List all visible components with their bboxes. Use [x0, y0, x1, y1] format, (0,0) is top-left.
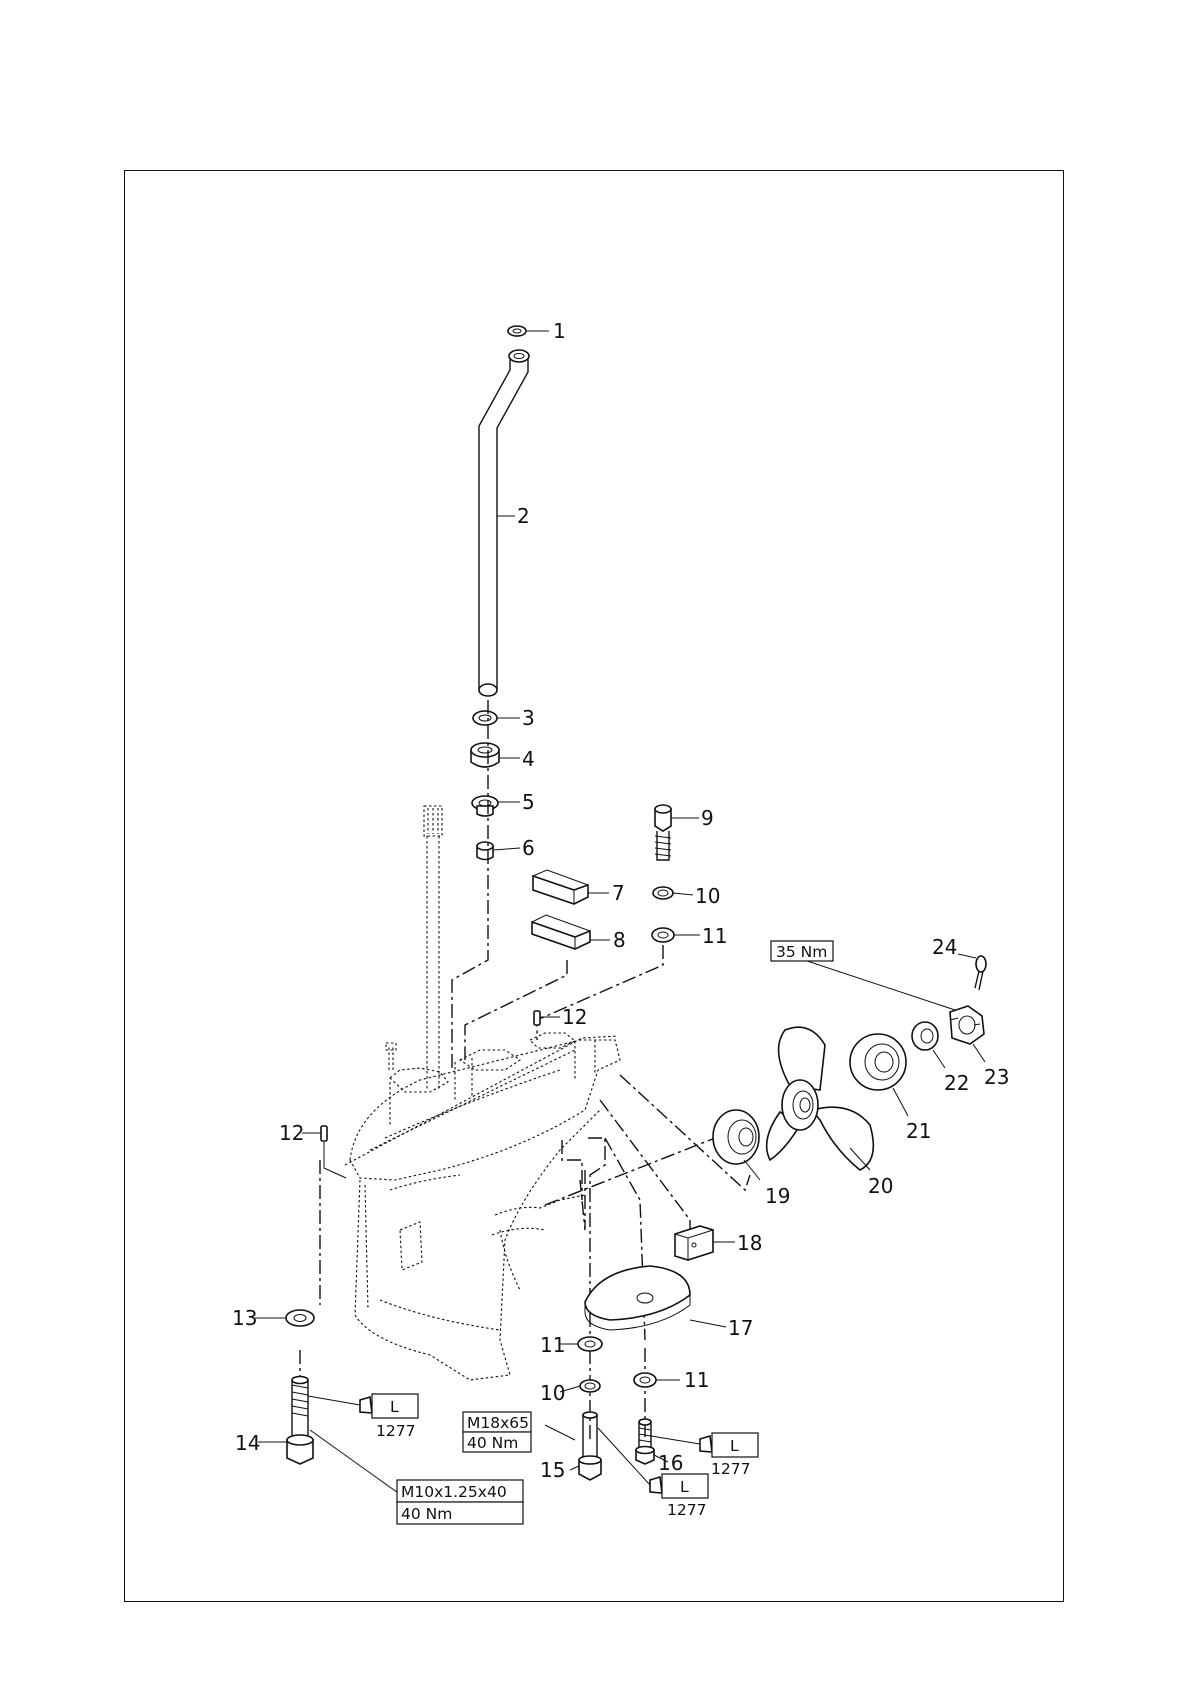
- part-22-washer: [912, 1022, 938, 1050]
- part-23-castle-nut: [950, 1006, 984, 1044]
- bolt14-torque-label: 40 Nm: [401, 1505, 452, 1523]
- callout-11-b: 11: [540, 1333, 565, 1357]
- callout-7: 7: [612, 881, 625, 905]
- part-4-grommet: [471, 743, 499, 767]
- callout-4: 4: [522, 747, 535, 771]
- nut-torque-label: 35 Nm: [776, 943, 827, 961]
- callout-15: 15: [540, 1458, 565, 1482]
- sealant-code-a: 1277: [376, 1422, 415, 1440]
- part-3-bushing: [473, 711, 497, 725]
- callout-10-b: 10: [540, 1381, 565, 1405]
- sealant-code-b: 1277: [711, 1460, 750, 1478]
- callout-21: 21: [906, 1119, 931, 1143]
- part-9-bolt: [655, 805, 671, 860]
- part-1-washer: [508, 326, 526, 336]
- callout-8: 8: [613, 928, 626, 952]
- callout-2: 2: [517, 504, 530, 528]
- part-17-trim-tab: [585, 1266, 690, 1330]
- callout-24: 24: [932, 935, 957, 959]
- part-21-spacer: [850, 1034, 906, 1090]
- sealant-letter-c: L: [680, 1478, 689, 1496]
- bolt14-size-label: M10x1.25x40: [401, 1483, 507, 1501]
- driveshaft: [424, 806, 442, 1090]
- bolt15-size-label: M18x65: [467, 1414, 529, 1432]
- bolt15-torque-label: 40 Nm: [467, 1434, 518, 1452]
- callout-13: 13: [232, 1306, 257, 1330]
- callout-3: 3: [522, 706, 535, 730]
- callout-18: 18: [737, 1231, 762, 1255]
- callout-22: 22: [944, 1071, 969, 1095]
- callout-11-a: 11: [702, 924, 727, 948]
- callout-9: 9: [701, 806, 714, 830]
- callout-20: 20: [868, 1174, 893, 1198]
- part-11-washer-b: [578, 1337, 602, 1351]
- part-15-bolt: [579, 1412, 601, 1480]
- callout-17: 17: [728, 1316, 753, 1340]
- part-16-screw: [636, 1419, 654, 1464]
- callout-19: 19: [765, 1184, 790, 1208]
- callout-1: 1: [553, 319, 566, 343]
- part-18-anode: [675, 1226, 713, 1260]
- part-11-washer-a: [652, 928, 674, 942]
- callout-11-c: 11: [684, 1368, 709, 1392]
- part-7-plate: [533, 870, 588, 904]
- part-8-plate: [532, 915, 590, 949]
- callout-10-a: 10: [695, 884, 720, 908]
- gearcase-housing: [345, 1033, 620, 1380]
- part-14-bolt: [287, 1377, 313, 1465]
- sealant-code-c: 1277: [667, 1501, 706, 1519]
- leader-lines: [255, 331, 985, 1500]
- callout-5: 5: [522, 790, 535, 814]
- part-10-lock-washer-a: [653, 887, 673, 899]
- callout-14: 14: [235, 1431, 260, 1455]
- part-13-washer: [286, 1310, 314, 1326]
- part-12-pin-b: [321, 1126, 346, 1178]
- part-5-bushing-holder: [472, 796, 498, 816]
- callout-12-a: 12: [562, 1005, 587, 1029]
- sealant-letter-a: L: [390, 1398, 399, 1416]
- sealant-letter-b: L: [730, 1437, 739, 1455]
- part-11-washer-c: [634, 1373, 656, 1387]
- callout-12-b: 12: [279, 1121, 304, 1145]
- part-24-cotter-pin: [975, 956, 986, 990]
- sealant-tube-icon: [598, 1428, 708, 1498]
- part-12-pin-a: [534, 1011, 540, 1025]
- callout-6: 6: [522, 836, 535, 860]
- part-10-lock-washer-b: [580, 1380, 600, 1392]
- part-6-collar: [477, 842, 493, 860]
- part-19-thrust-washer: [713, 1110, 759, 1164]
- callout-23: 23: [984, 1065, 1009, 1089]
- callout-16: 16: [658, 1451, 683, 1475]
- sealant-tube-icon: [308, 1394, 418, 1418]
